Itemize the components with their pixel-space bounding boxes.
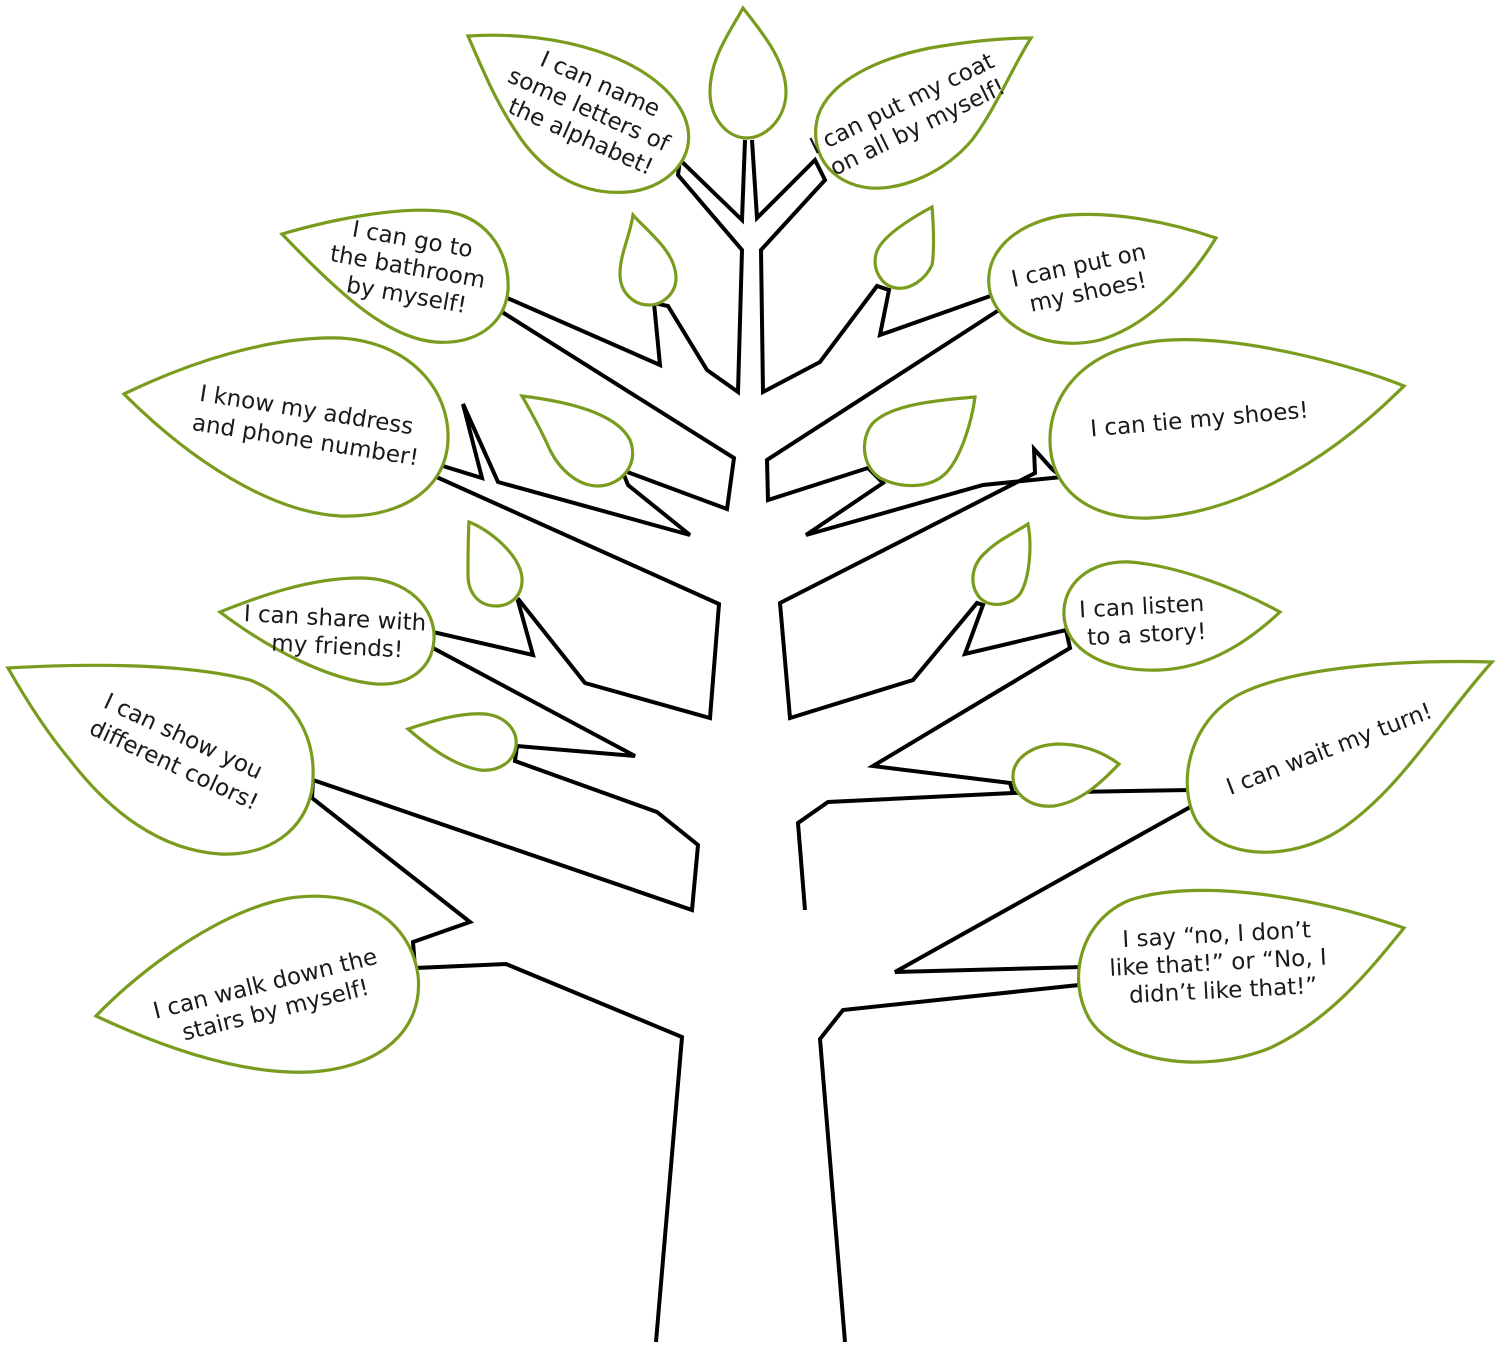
small-leaf-right-lower: [971, 521, 1032, 606]
leaf-alphabet: I can name some letters of the alphabet!: [465, 33, 691, 194]
leaf-coat-shape: [814, 36, 1034, 190]
small-leaf-right-bottom: [1011, 742, 1122, 808]
tree-branch-lower-right: [795, 791, 1014, 911]
leaf-stairs-shape: [93, 894, 421, 1074]
small-leaf-left-lower: [466, 519, 524, 608]
leaf-bathroom-shape: [279, 208, 510, 344]
leaf-say-no-text: I say “no, I don’t like that!” or “No, I…: [1107, 916, 1336, 1010]
tree-trunk-left-outline: [309, 139, 747, 1343]
leaf-listen: I can listen to a story!: [1062, 560, 1283, 672]
small-leaf-right-mid: [862, 395, 977, 488]
leaf-alphabet-shape: [465, 33, 691, 194]
leaf-colors-shape: [5, 663, 315, 856]
small-leaf-left-bottom: [404, 712, 518, 772]
leaf-wait: I can wait my turn!: [1185, 659, 1496, 854]
leaf-put-on-shoes: I can put on my shoes!: [987, 212, 1219, 345]
leaf-address: I know my address and phone number!: [121, 336, 450, 518]
leaf-put-on-shoes-shape: [987, 212, 1219, 345]
small-leaf-right-upper: [873, 204, 936, 290]
leaf-tie-shoes-shape: [1048, 338, 1407, 520]
leaf-say-no-shape: [1076, 888, 1407, 1064]
small-leaf-left-mid: [519, 394, 635, 488]
leaf-wait-shape: [1185, 659, 1496, 854]
leaf-say-no: I say “no, I don’t like that!” or “No, I…: [1076, 888, 1407, 1064]
leaf-stairs: I can walk down the stairs by myself!: [93, 894, 421, 1074]
leaf-coat: I can put my coat on all by myself!: [806, 36, 1034, 190]
leaf-share: I can share with my friends!: [216, 576, 436, 686]
leaf-colors: I can show you different colors!: [5, 663, 315, 856]
leaf-tie-shoes: I can tie my shoes!: [1048, 338, 1407, 520]
small-leaf-top: [708, 5, 788, 140]
leaf-share-shape: [216, 576, 436, 686]
leaf-bathroom: I can go to the bathroom by myself!: [279, 208, 510, 344]
leaf-address-shape: [121, 336, 450, 518]
small-leaf-left-upper: [618, 211, 678, 307]
leaf-listen-shape: [1062, 560, 1283, 672]
